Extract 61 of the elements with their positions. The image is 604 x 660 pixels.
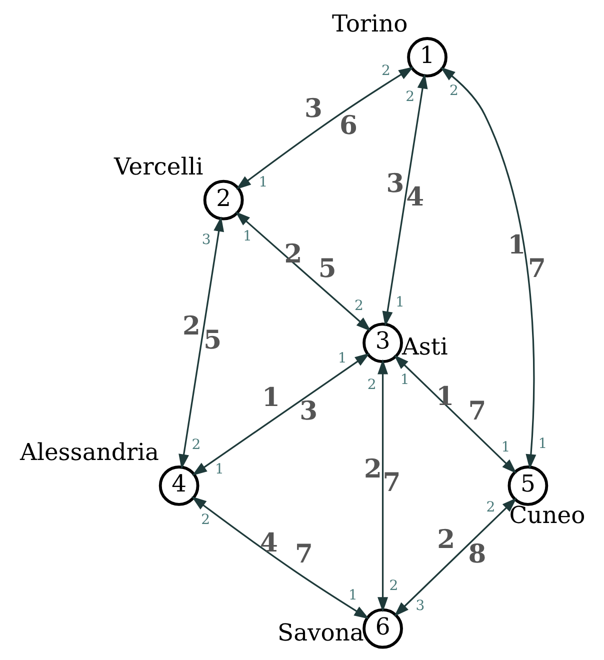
label: 2 [182, 312, 200, 342]
label: 2 [284, 240, 302, 270]
arrow [236, 66, 414, 190]
label: 1 [262, 382, 280, 413]
label: 1 [338, 350, 347, 366]
node-circle: 5 [508, 466, 548, 506]
edge-label: 5 [318, 254, 336, 284]
label: 2 [406, 89, 415, 106]
label: 3 [416, 598, 425, 614]
label: 1 [501, 439, 510, 456]
label: 3 [386, 168, 404, 199]
node-label: Savona [278, 618, 364, 646]
label: 1 [538, 436, 548, 452]
node-circle: 2 [203, 180, 244, 220]
arrow [235, 212, 372, 332]
arrow [192, 352, 370, 476]
node-label: Asti [402, 332, 448, 361]
label: 3 [202, 232, 211, 248]
label: 2 [486, 499, 496, 516]
arrow [178, 216, 224, 470]
label: 2 [450, 83, 458, 100]
label: 1 [508, 230, 526, 261]
node-label: Vercelli [114, 152, 204, 180]
label: 3 [304, 94, 322, 124]
arrow [382, 74, 428, 326]
label: 1 [395, 294, 404, 310]
edge-label: 7 [528, 254, 546, 284]
edge-label: 5 [204, 325, 222, 356]
edge-label: 8 [468, 540, 486, 570]
label: 1 [215, 462, 224, 478]
label: 2 [354, 298, 364, 314]
edge-label: 7 [382, 468, 401, 498]
label: 1 [436, 382, 454, 412]
edge-label: 7 [468, 396, 486, 427]
node-label: Torino [332, 9, 408, 38]
arrow [192, 496, 370, 619]
node-label: Alessandria [20, 438, 159, 466]
arrow [440, 66, 536, 470]
label: 2 [382, 62, 390, 79]
arrow [378, 359, 388, 612]
label: 1 [348, 588, 358, 604]
label: 2 [437, 525, 456, 555]
label: 2 [201, 512, 210, 528]
node-circle: 3 [362, 322, 403, 364]
edge-label: 4 [406, 182, 424, 212]
edge-label: 7 [294, 540, 313, 570]
label: 2 [192, 437, 201, 454]
label: 1 [258, 174, 268, 190]
arrow [394, 354, 517, 474]
edge-label: 3 [300, 396, 318, 427]
edge-label: 6 [339, 111, 358, 142]
label: 2 [389, 578, 398, 594]
label: 2 [364, 454, 382, 484]
node-circle: 6 [362, 608, 403, 649]
label: 2 [367, 376, 376, 393]
label: 4 [260, 528, 278, 558]
node-circle: 1 [407, 37, 448, 78]
arrow [394, 498, 517, 616]
node-circle: 4 [158, 466, 200, 506]
label: 1 [400, 372, 410, 388]
label: 1 [242, 228, 252, 244]
